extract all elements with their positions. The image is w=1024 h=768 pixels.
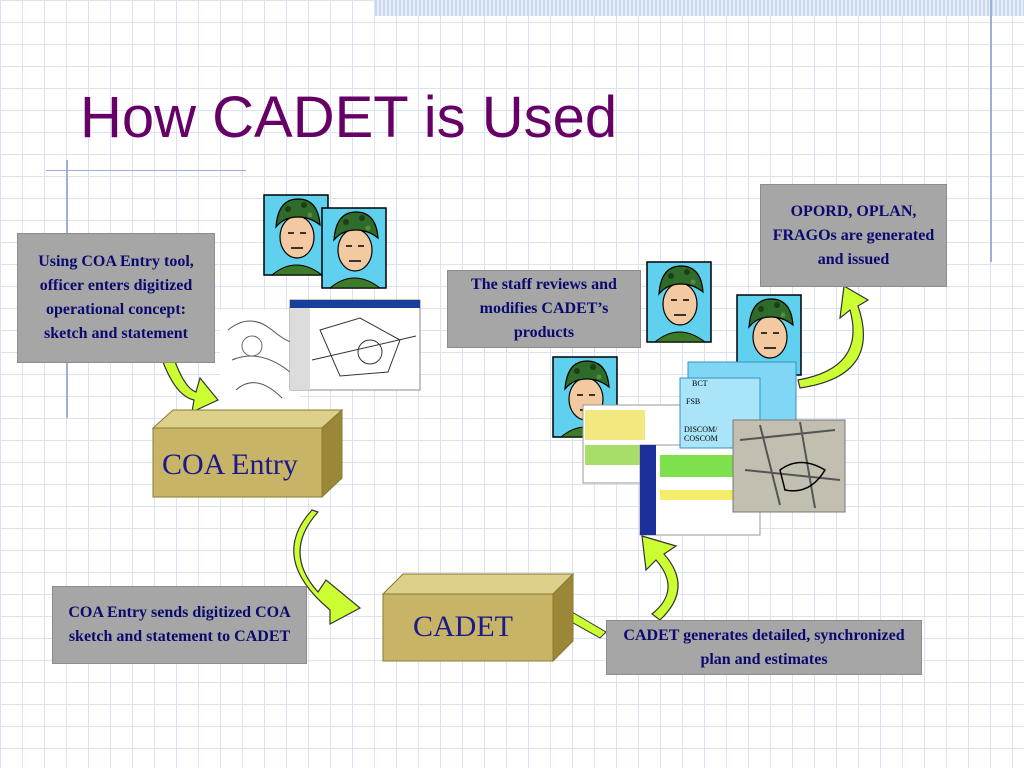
note-cadet-generates: CADET generates detailed, synchronized p… bbox=[606, 620, 922, 675]
doc-label-bct: BCT bbox=[692, 379, 708, 388]
header-band bbox=[375, 0, 1024, 16]
note-orders-issued: OPORD, OPLAN, FRAGOs are generated and i… bbox=[760, 184, 947, 287]
coa-entry-label: COA Entry bbox=[162, 448, 298, 481]
doc-label-discom: DISCOM/ bbox=[684, 425, 718, 434]
decor-vline-right bbox=[990, 0, 992, 262]
arrow-cadet-to-plan bbox=[567, 611, 607, 639]
coa-entry-box bbox=[151, 408, 344, 499]
soldier-2 bbox=[321, 207, 387, 289]
soldier-3 bbox=[646, 261, 712, 343]
arrow-plan-to-staff bbox=[641, 535, 679, 621]
arrow-sketch-to-coa bbox=[162, 355, 219, 414]
note-coa-entry-input: Using COA Entry tool, officer enters dig… bbox=[17, 233, 215, 363]
slide-title: How CADET is Used bbox=[80, 85, 618, 150]
arrow-coa-to-cadet bbox=[293, 509, 362, 625]
cadet-box bbox=[381, 572, 575, 663]
note-staff-reviews: The staff reviews and modifies CADET’s p… bbox=[447, 270, 641, 348]
soldier-1 bbox=[263, 194, 329, 276]
sketch-map bbox=[220, 310, 300, 410]
decor-hline bbox=[46, 170, 246, 171]
doc-label-fsb: FSB bbox=[686, 397, 700, 406]
coa-entry-screenshot bbox=[289, 299, 421, 391]
doc-label-coscom: COSCOM bbox=[684, 434, 718, 443]
cadet-label: CADET bbox=[413, 610, 513, 643]
cadet-products bbox=[582, 361, 846, 536]
arrow-staff-to-orders bbox=[797, 285, 870, 389]
note-coa-sends: COA Entry sends digitized COA sketch and… bbox=[52, 586, 307, 664]
